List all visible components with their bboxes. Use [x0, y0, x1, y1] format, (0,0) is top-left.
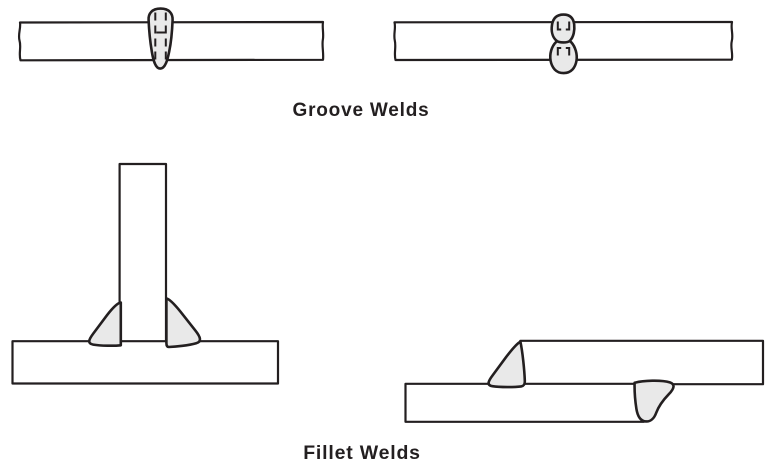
tee-vertical-plate [118, 162, 168, 341]
lap-lower-plate [404, 382, 646, 423]
groove-joint-mark [565, 21, 571, 31]
groove-welds-caption: Groove Welds [292, 100, 430, 121]
tee-fillet-weld-right [165, 297, 202, 349]
tee-joint-fillet-weld-diagram [11, 162, 280, 385]
lap-fillet-weld-left [487, 340, 527, 389]
groove-weld-bead-top [550, 13, 576, 44]
groove-joint-mark [556, 47, 562, 56]
lap-fillet-weld-right [633, 379, 675, 423]
groove-joint-mark [565, 47, 571, 56]
tee-base-plate [11, 340, 280, 385]
groove-weld-bead-bottom [549, 37, 579, 75]
single-v-groove-weld-diagram [17, 7, 325, 70]
groove-joint-mark [556, 21, 562, 31]
lap-joint-fillet-weld-diagram [404, 339, 765, 423]
fillet-welds-caption: Fillet Welds [303, 442, 421, 464]
double-v-groove-weld-diagram [393, 13, 734, 75]
tee-fillet-weld-left [87, 301, 123, 348]
lap-upper-plate [519, 339, 765, 386]
